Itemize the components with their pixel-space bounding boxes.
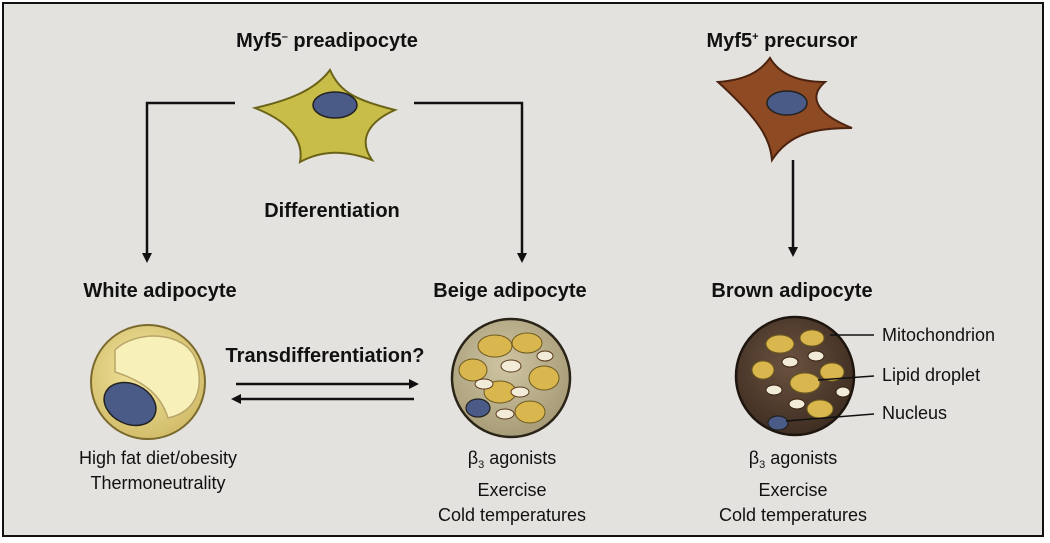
brown-beta-agonists: β3 agonists (748, 448, 838, 471)
diagram-frame (2, 2, 1044, 537)
white-condition-1: High fat diet/obesity (78, 448, 238, 468)
arrow-to-white (142, 101, 235, 263)
callout-nucleus: Nucleus (882, 403, 948, 423)
beige-condition-exercise: Exercise (477, 480, 547, 500)
differentiation-label: Differentiation (264, 200, 400, 222)
white-adipocyte-cell (90, 324, 206, 440)
white-adipocyte-title: White adipocyte (83, 280, 237, 302)
brown-conditions: β3 agonists Exercise Cold temperatures (719, 446, 867, 528)
myf5-positive-label: Myf5+ precursor (706, 30, 858, 52)
callout-nucleus-line (785, 413, 875, 422)
beige-adipocyte-title: Beige adipocyte (433, 280, 587, 302)
beige-beta-agonists: β3 agonists (467, 448, 557, 471)
callout-lipid-line (817, 375, 875, 381)
brown-condition-cold: Cold temperatures (718, 505, 868, 525)
transdifferentiation-label: Transdifferentiation? (225, 345, 425, 367)
callout-mitochondrion: Mitochondrion (882, 325, 996, 345)
brown-adipocyte-cell (734, 315, 875, 437)
arrow-to-beige (414, 101, 527, 263)
beige-adipocyte-cell (450, 317, 572, 439)
brown-condition-exercise: Exercise (758, 480, 828, 500)
callout-lipid-droplet: Lipid droplet (882, 365, 981, 385)
myf5-positive-precursor-cell (715, 56, 853, 163)
myf5-negative-preadipocyte-cell (251, 68, 399, 164)
beige-conditions: β3 agonists Exercise Cold temperatures (438, 446, 586, 528)
myf5-negative-label: Myf5– preadipocyte (236, 30, 418, 52)
brown-adipocyte-title: Brown adipocyte (711, 280, 873, 302)
white-condition-2: Thermoneutrality (90, 473, 226, 493)
beige-condition-cold: Cold temperatures (437, 505, 587, 525)
white-conditions: High fat diet/obesity Thermoneutrality (79, 446, 237, 496)
